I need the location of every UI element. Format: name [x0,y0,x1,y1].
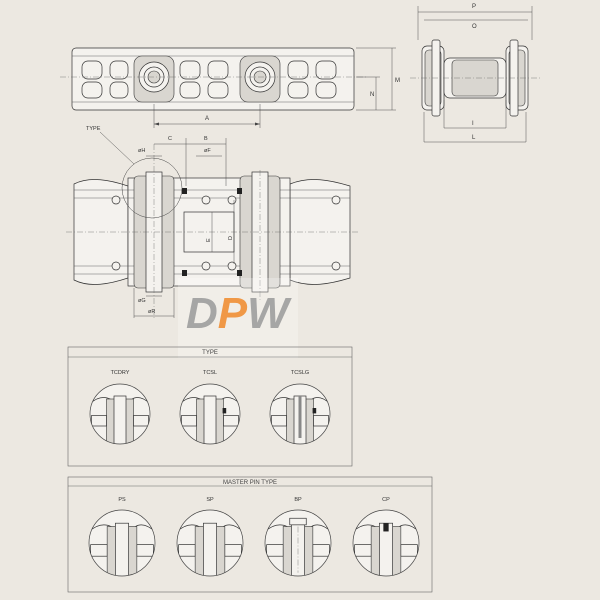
joint-detail-drawing [179,383,241,445]
dim-d-label: D [228,236,234,240]
chain-side-view: P O I L [410,4,540,143]
dim-m-label: M [395,78,400,84]
master-pin-item-label: BP [294,497,302,503]
joint-detail-drawing [264,509,332,577]
type-item-label: TCDRY [111,370,130,376]
joint-detail-drawing [89,383,151,445]
dim-b-label: B [204,136,208,142]
dim-l-label: L [472,135,476,141]
chain-section-view: TYPE C B øH øF E D øG øR [66,126,360,318]
type-box-title: TYPE [202,350,218,356]
type-callout-label: TYPE [86,126,101,132]
dim-g-label: øG [138,298,146,304]
master-pin-item-label: CP [382,497,390,503]
type-item-label: TCSL [203,370,217,376]
joint-detail-drawing [88,509,156,577]
master-pin-item-label: SP [206,497,214,503]
joint-detail-drawing [269,383,331,445]
master-pin-item-label: PS [118,497,126,503]
type-box: TYPE TCDRY TCSL TCSLG [67,346,353,467]
joint-detail-drawing [352,509,420,577]
dim-f-label: øF [204,148,211,154]
chain-top-view: A M N [60,47,400,128]
dim-r-label: øR [148,309,155,315]
dim-c-label: C [168,136,172,142]
type-item-label: TCSLG [291,370,309,376]
dim-h-label: øH [138,148,145,154]
dpw-logo: DPW [178,278,298,358]
master-pin-box-title: MASTER PIN TYPE [223,480,277,486]
master-pin-type-box: MASTER PIN TYPE PS SP BP CP [67,476,433,593]
dim-e-label: E [206,238,212,242]
dim-o-label: O [472,24,477,30]
dim-i-label: I [472,121,474,127]
joint-detail-drawing [176,509,244,577]
dim-a-label: A [205,116,209,122]
dim-n-label: N [370,92,374,98]
logo-text: DPW [186,289,292,338]
dim-p-label: P [472,4,476,10]
